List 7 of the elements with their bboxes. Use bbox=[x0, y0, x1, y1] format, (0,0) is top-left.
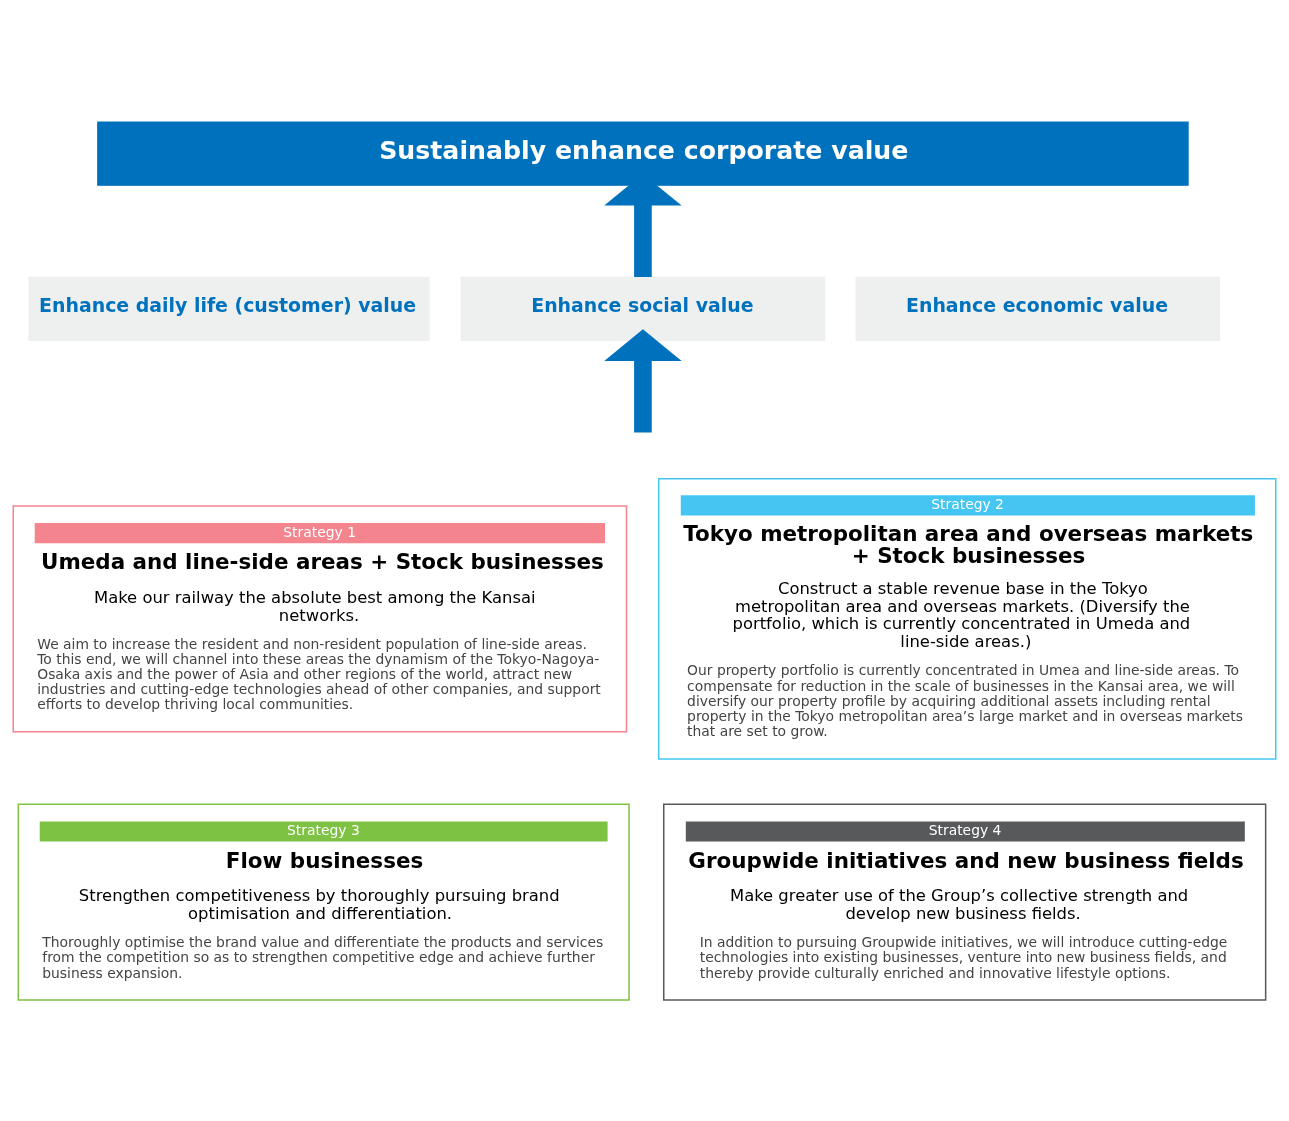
node-box: Strategy 1 Umeda and line-side areas + Stock businesses Make our railway the absolute best among the Kansai networks. We aim to increase the resident and non-resident population of line-side areas. To this end, we will channel into these areas the dynamism of the Tokyo-Nagoya-Osaka axis and the power of Asia and other regions of the world, attract new industries and cutting-edge technologies ahead of other companies, and support efforts to develop thriving local communities. bbox=[12, 504, 628, 733]
node-box: Enhance social value bbox=[460, 276, 826, 341]
node-box: Strategy 2 Tokyo metropolitan area and overseas markets + Stock businesses Construct a stable revenue base in the Tokyo metropolitan area and overseas markets. (Diversify the portfolio, which is currently concentrated in Umeda and line-side areas.) Our property portfolio is currently concentrated in Umea and line-side areas. To compensate for reduction in the scale of businesses in the Kansai area, we will diversify our property profile by acquiring additional assets including rental property in the Tokyo metropolitan area’s large market and in overseas markets that are set to grow. bbox=[657, 477, 1277, 760]
arrow bbox=[604, 328, 682, 432]
node-box: Sustainably enhance corporate value bbox=[97, 120, 1189, 186]
node-box: Strategy 4 Groupwide initiatives and new business fields Make greater use of the Group’s collective strength and develop new business fields. In addition to pursuing Groupwide initiatives, we will introduce cutting-edge technologies into existing businesses, venture into new business fields, and thereby provide culturally enriched and innovative lifestyle options. bbox=[663, 803, 1267, 1001]
node-box: Strategy 3 Flow businesses Strengthen competitiveness by thoroughly pursuing brand optimisation and differentiation. Thoroughly optimise the brand value and differentiate the products and services from the competition so as to strengthen competitive edge and achieve further business expansion. bbox=[17, 803, 630, 1001]
